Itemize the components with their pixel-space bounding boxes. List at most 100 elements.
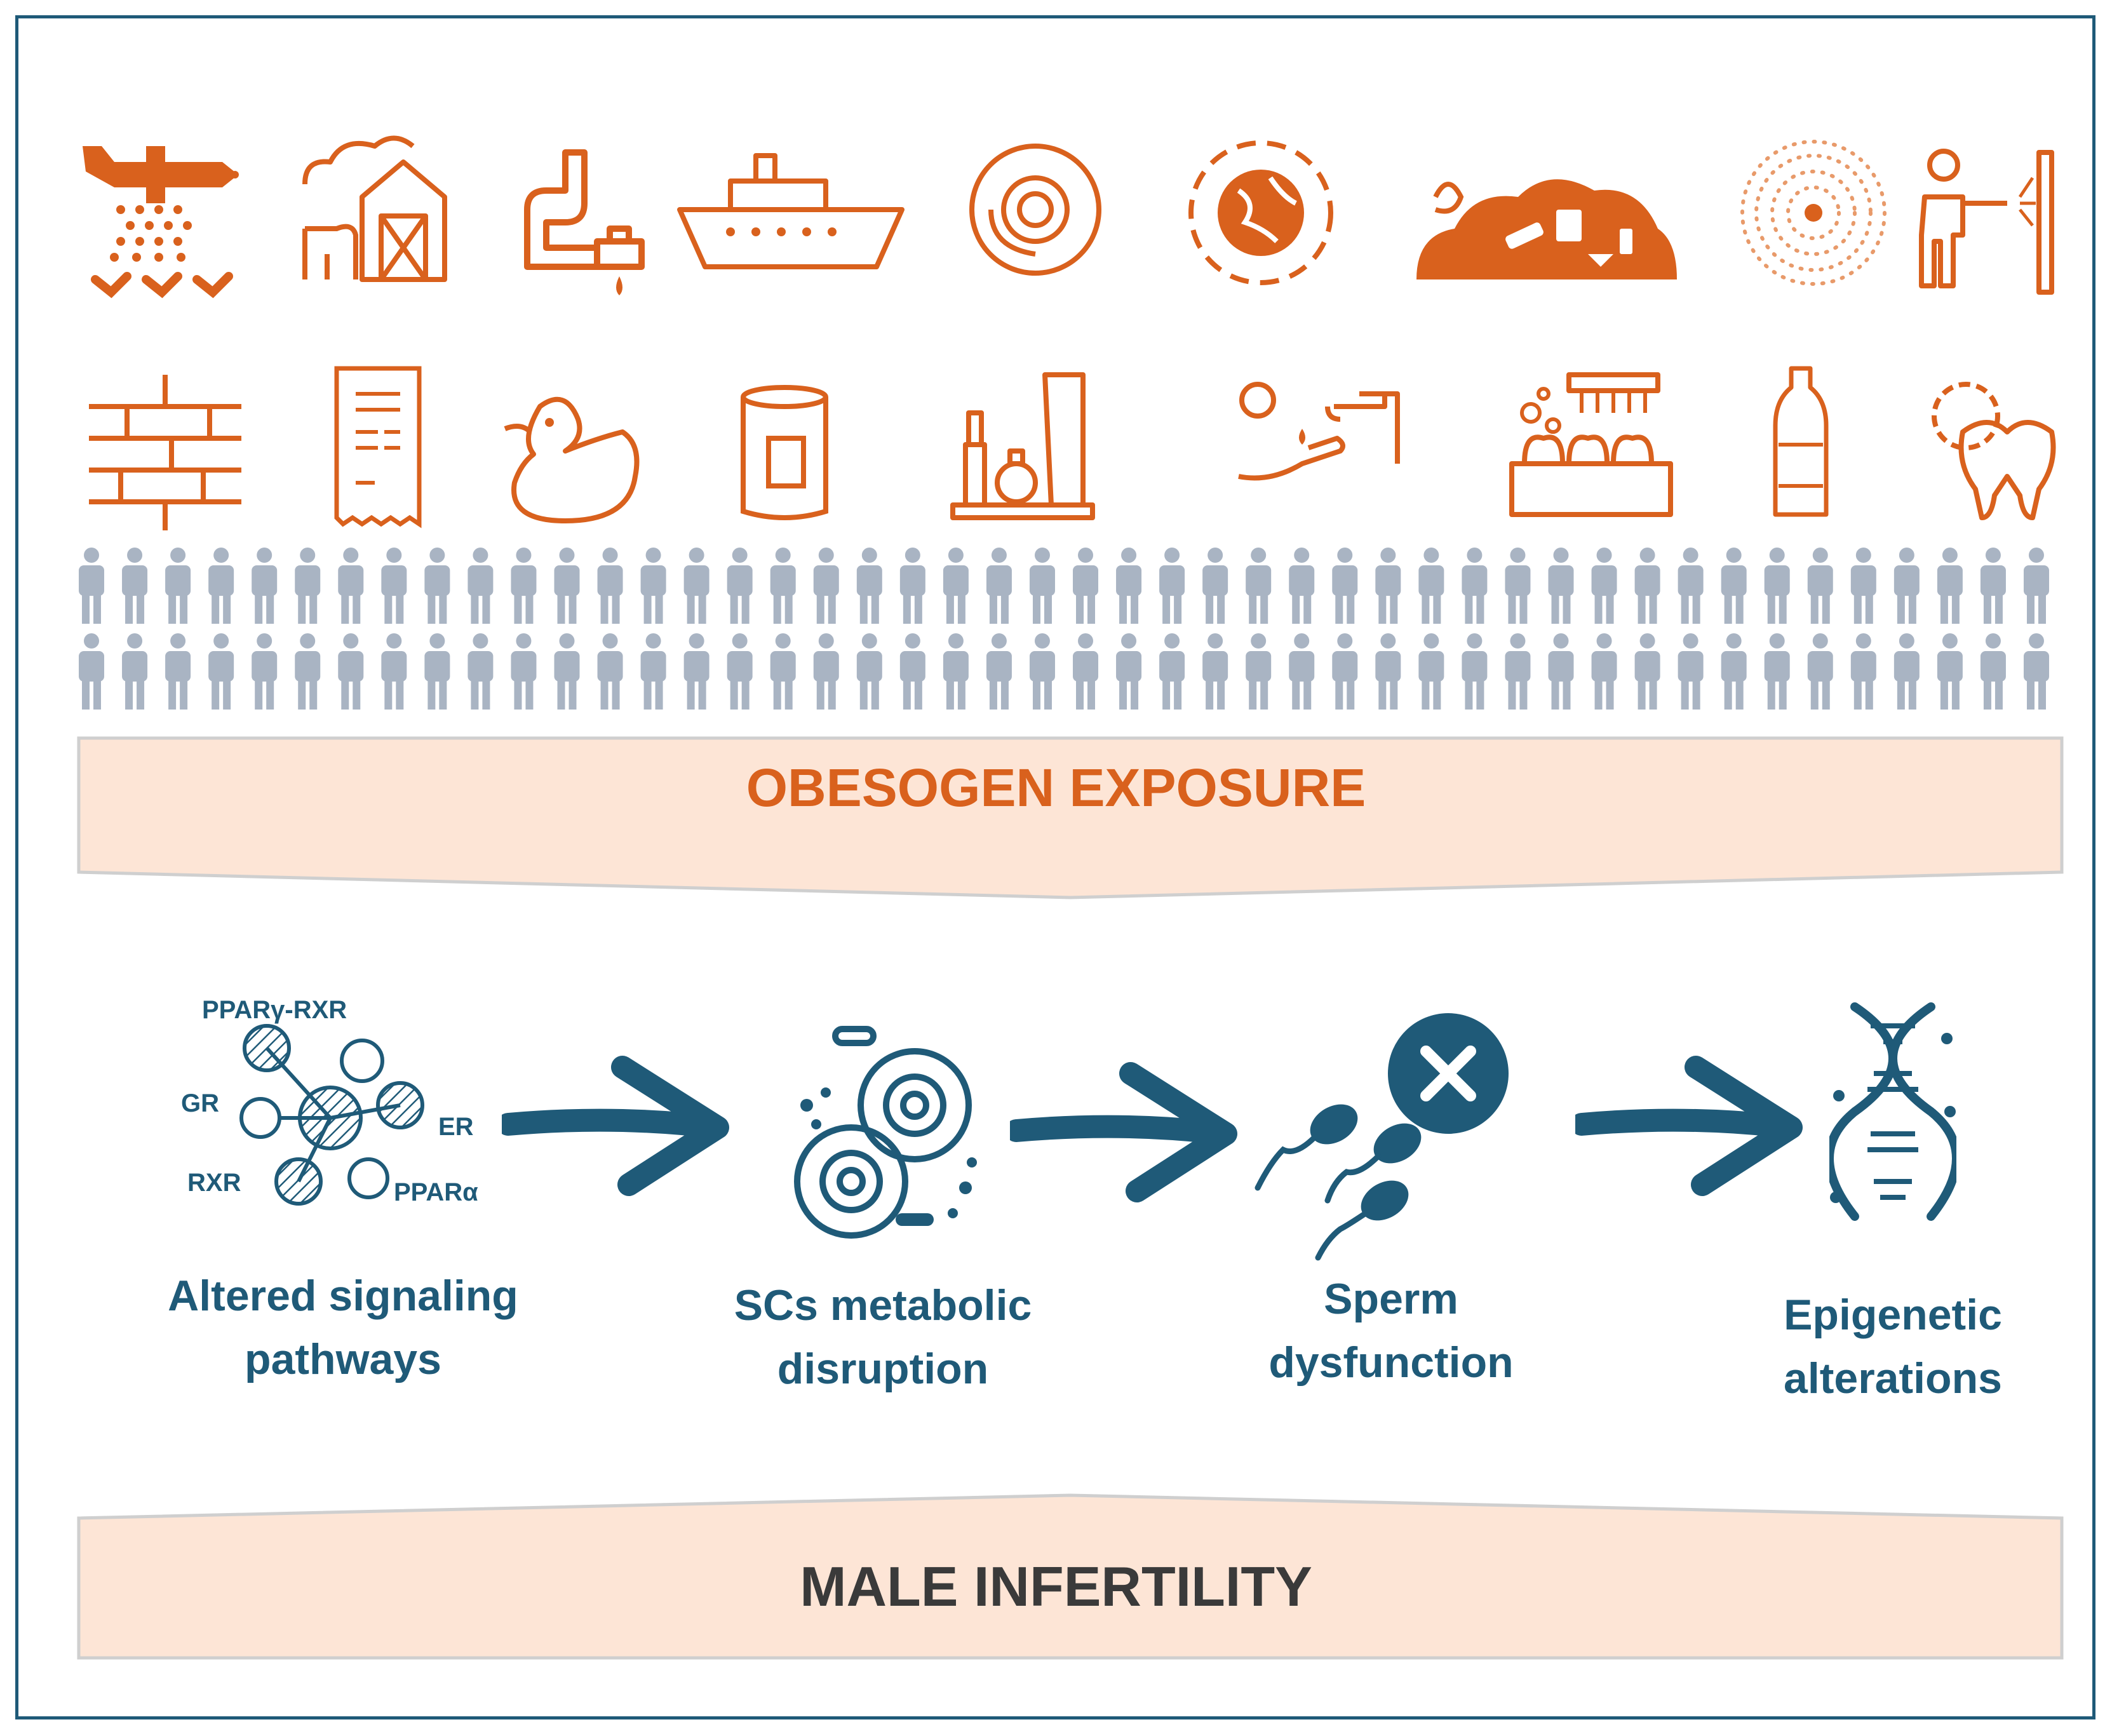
tooth-gear-icon <box>1932 382 2056 520</box>
person-icon <box>1202 548 1228 624</box>
person-icon <box>1678 548 1704 624</box>
welder-icon <box>1919 149 2054 295</box>
industrial-pipe-icon <box>524 149 645 295</box>
person-icon <box>1591 633 1617 710</box>
person-icon <box>2023 633 2049 710</box>
cosmetics-icon <box>950 372 1095 520</box>
receptor-label-pparg-rxr: PPARγ-RXR <box>202 996 347 1024</box>
crop-duster-plane-icon <box>83 146 239 299</box>
person-icon <box>1289 548 1315 624</box>
person-icon <box>813 633 839 710</box>
farm-barn-cow-icon <box>302 135 447 282</box>
person-icon <box>1591 548 1617 624</box>
person-icon <box>986 633 1012 710</box>
plastic-bottle-icon <box>1773 366 1829 517</box>
person-icon <box>1375 548 1401 624</box>
person-icon <box>208 633 234 710</box>
person-icon <box>554 548 580 624</box>
person-icon <box>1850 633 1876 710</box>
receptor-label-ppara: PPARα <box>394 1178 478 1206</box>
person-icon <box>856 548 882 624</box>
sertoli-cell-metabolic-icon <box>794 1026 977 1239</box>
sperm-dysfunction-icon <box>1254 1013 1509 1261</box>
person-icon <box>986 548 1012 624</box>
person-icon <box>1807 548 1833 624</box>
person-icon <box>511 548 537 624</box>
person-icon <box>424 548 450 624</box>
person-icon <box>1332 548 1358 624</box>
person-icon <box>208 548 234 624</box>
person-icon <box>899 633 925 710</box>
step-scs-metabolic: SCs metabolic disruption <box>661 1274 1105 1401</box>
person-icon <box>1721 633 1747 710</box>
person-icon <box>1678 633 1704 710</box>
dna-epigenetic-icon <box>1829 1002 1956 1221</box>
person-icon <box>1246 548 1272 624</box>
person-icon <box>1548 548 1574 624</box>
person-icon <box>165 633 191 710</box>
person-icon <box>79 548 105 624</box>
person-icon <box>1202 633 1228 710</box>
person-icon <box>1764 548 1790 624</box>
person-icon <box>1116 633 1142 710</box>
person-icon <box>1980 633 2006 710</box>
global-recycle-icon <box>1188 140 1333 285</box>
person-icon <box>511 633 537 710</box>
radiation-dots-icon <box>1740 140 1887 286</box>
person-icon <box>1418 548 1444 624</box>
person-icon <box>338 633 364 710</box>
person-icon <box>727 548 753 624</box>
person-icon <box>640 548 666 624</box>
person-icon <box>1937 633 1963 710</box>
person-icon <box>640 633 666 710</box>
male-infertility-banner <box>77 1493 2064 1660</box>
obesogen-exposure-banner <box>77 736 2064 899</box>
person-icon <box>554 633 580 710</box>
person-icon <box>943 633 969 710</box>
person-icon <box>467 633 494 710</box>
person-icon <box>1548 633 1574 710</box>
person-icon <box>1634 633 1660 710</box>
person-icon <box>1462 548 1488 624</box>
person-icon <box>813 548 839 624</box>
person-icon <box>770 633 796 710</box>
step-altered-signaling: Altered signaling pathways <box>121 1264 565 1391</box>
person-icon <box>1289 633 1315 710</box>
person-icon <box>1116 548 1142 624</box>
receptor-label-rxr: RXR <box>187 1169 241 1197</box>
person-icon <box>2023 548 2049 624</box>
person-icon <box>295 548 321 624</box>
person-icon <box>770 548 796 624</box>
person-icon <box>381 633 407 710</box>
step-epigenetic-line2: alterations <box>1784 1354 2002 1403</box>
brick-wall-icon <box>89 375 241 530</box>
person-icon <box>467 548 494 624</box>
waste-pile-icon <box>1416 179 1677 279</box>
person-icon <box>295 633 321 710</box>
person-icon <box>683 548 710 624</box>
person-icon <box>1850 548 1876 624</box>
person-icon <box>1029 548 1055 624</box>
diagram-frame <box>15 15 2095 1719</box>
donut-icon <box>969 144 1101 276</box>
person-icon <box>122 548 148 624</box>
person-icon <box>1159 633 1185 710</box>
person-icon <box>1505 548 1531 624</box>
person-icon <box>1980 548 2006 624</box>
step-sperm-dysfunction: Sperm dysfunction <box>1169 1267 1613 1394</box>
person-icon <box>79 633 105 710</box>
person-icon <box>1807 633 1833 710</box>
step-scs-metabolic-line1: SCs metabolic <box>734 1281 1032 1329</box>
person-icon <box>1893 548 1920 624</box>
cargo-ship-icon <box>677 153 905 269</box>
person-icon <box>1332 633 1358 710</box>
person-icon <box>597 633 623 710</box>
person-icon <box>1764 633 1790 710</box>
person-icon <box>1375 633 1401 710</box>
person-icon <box>1073 633 1099 710</box>
person-icon <box>856 633 882 710</box>
person-icon <box>424 633 450 710</box>
step-epigenetic-line1: Epigenetic <box>1784 1291 2002 1339</box>
receipt-icon <box>334 366 422 528</box>
person-icon <box>1505 633 1531 710</box>
